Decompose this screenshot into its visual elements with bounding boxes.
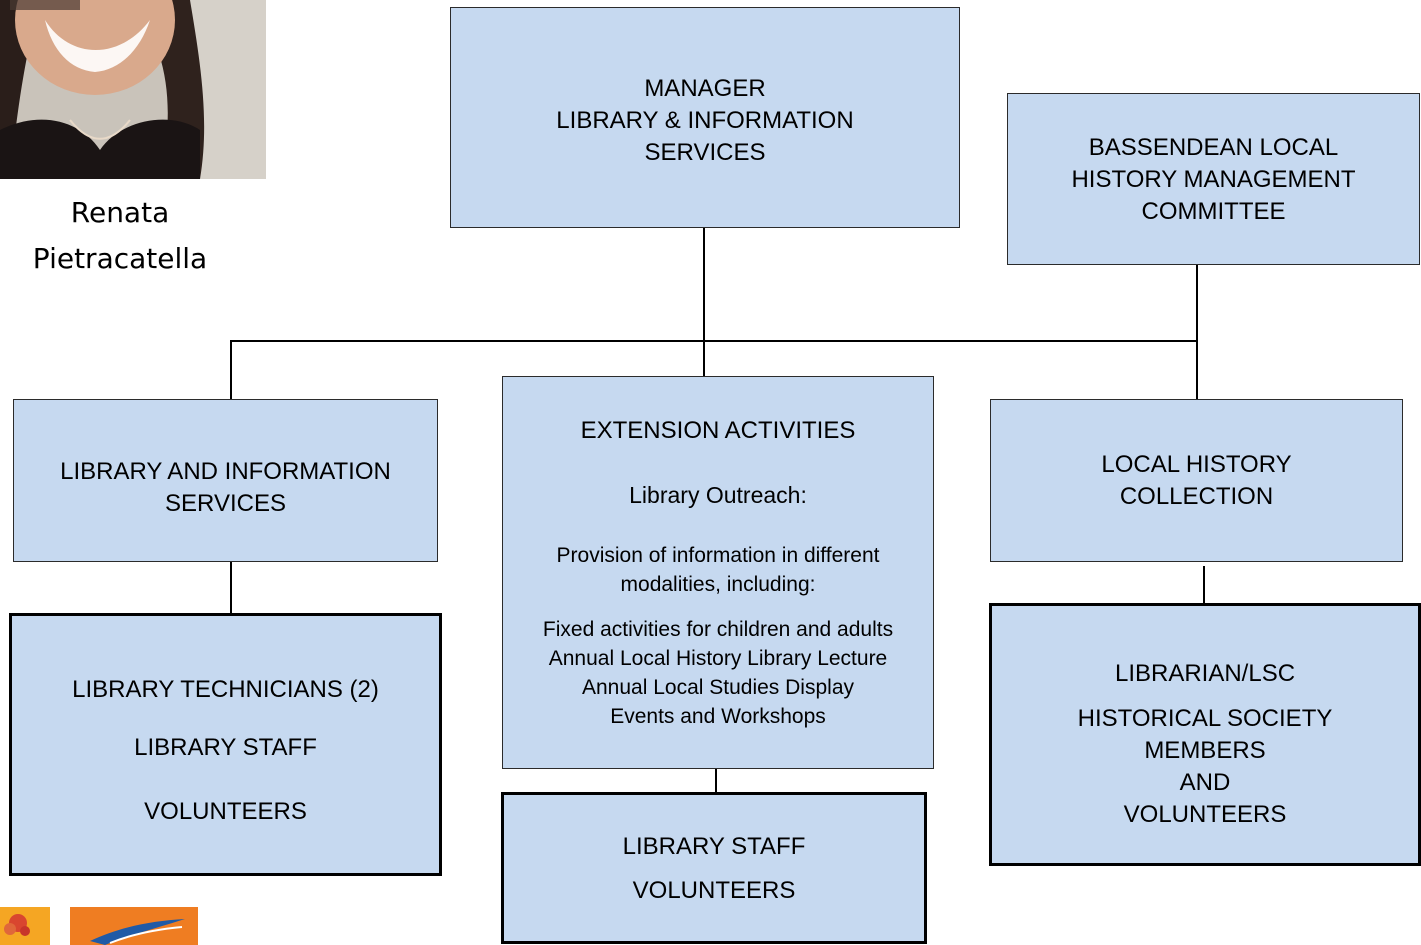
librarian-line-2: MEMBERS [1144, 737, 1266, 764]
connector-committee-down [1196, 265, 1198, 399]
library-services-box: LIBRARY AND INFORMATION SERVICES [13, 399, 438, 562]
manager-line-2: LIBRARY & INFORMATION [556, 107, 854, 134]
extension-title: EXTENSION ACTIVITIES [580, 417, 856, 444]
librarian-line-1: HISTORICAL SOCIETY [1077, 705, 1333, 732]
librarian-title: LIBRARIAN/LSC [1114, 660, 1296, 687]
manager-line-3: SERVICES [644, 139, 766, 166]
staff-left-item-2: LIBRARY STAFF [134, 734, 317, 761]
manager-line-1: MANAGER [644, 75, 766, 102]
extension-provision: Provision of information in different mo… [503, 541, 933, 599]
connector-manager-down [703, 228, 705, 376]
staff-left-item-3: VOLUNTEERS [144, 798, 307, 825]
extension-activity-4: Events and Workshops [610, 705, 826, 728]
extension-provision-line-2: modalities, including: [620, 573, 816, 596]
library-staff-mid-box: LIBRARY STAFF VOLUNTEERS [501, 792, 927, 944]
connector-left-staff [230, 562, 232, 613]
logo-left [0, 907, 50, 945]
extension-activity-3: Annual Local Studies Display [582, 676, 854, 699]
extension-activities-box: EXTENSION ACTIVITIES Library Outreach: P… [502, 376, 934, 769]
library-staff-left-box: LIBRARY TECHNICIANS (2) LIBRARY STAFF VO… [9, 613, 442, 876]
committee-box: BASSENDEAN LOCAL HISTORY MANAGEMENT COMM… [1007, 93, 1420, 265]
swoosh-logo-icon [70, 907, 198, 945]
flower-logo-icon [0, 907, 50, 945]
connector-mid-staff [715, 768, 717, 793]
local-history-box: LOCAL HISTORY COLLECTION [990, 399, 1403, 562]
connector-right-staff [1203, 566, 1205, 604]
extension-provision-line-1: Provision of information in different [556, 544, 880, 567]
extension-activities-list: Fixed activities for children and adults… [503, 615, 933, 731]
committee-line-2: HISTORY MANAGEMENT [1071, 166, 1356, 193]
library-services-line-1: LIBRARY AND INFORMATION [60, 458, 391, 485]
profile-photo [0, 0, 266, 179]
extension-subtitle: Library Outreach: [629, 482, 807, 508]
extension-activity-2: Annual Local History Library Lecture [548, 647, 888, 670]
portrait-image [0, 0, 266, 179]
person-last-name: Pietracatella [32, 242, 208, 275]
connector-left-down [230, 340, 232, 399]
extension-activity-1: Fixed activities for children and adults [542, 618, 894, 641]
person-first-name: Renata [70, 196, 170, 229]
local-history-line-1: LOCAL HISTORY [1101, 451, 1292, 478]
committee-line-3: COMMITTEE [1141, 198, 1286, 225]
connector-horizontal [230, 340, 1198, 342]
committee-line-1: BASSENDEAN LOCAL [1088, 134, 1339, 161]
library-services-line-2: SERVICES [165, 490, 286, 517]
manager-box: MANAGER LIBRARY & INFORMATION SERVICES [450, 7, 960, 228]
staff-mid-item-2: VOLUNTEERS [632, 877, 796, 904]
staff-left-item-1: LIBRARY TECHNICIANS (2) [72, 676, 379, 703]
librarian-line-3: AND [1179, 769, 1231, 796]
librarian-line-4: VOLUNTEERS [1123, 801, 1287, 828]
staff-mid-item-1: LIBRARY STAFF [622, 833, 806, 860]
local-history-line-2: COLLECTION [1119, 483, 1274, 510]
logo-right [70, 907, 198, 945]
librarian-box: LIBRARIAN/LSC HISTORICAL SOCIETY MEMBERS… [989, 603, 1421, 866]
